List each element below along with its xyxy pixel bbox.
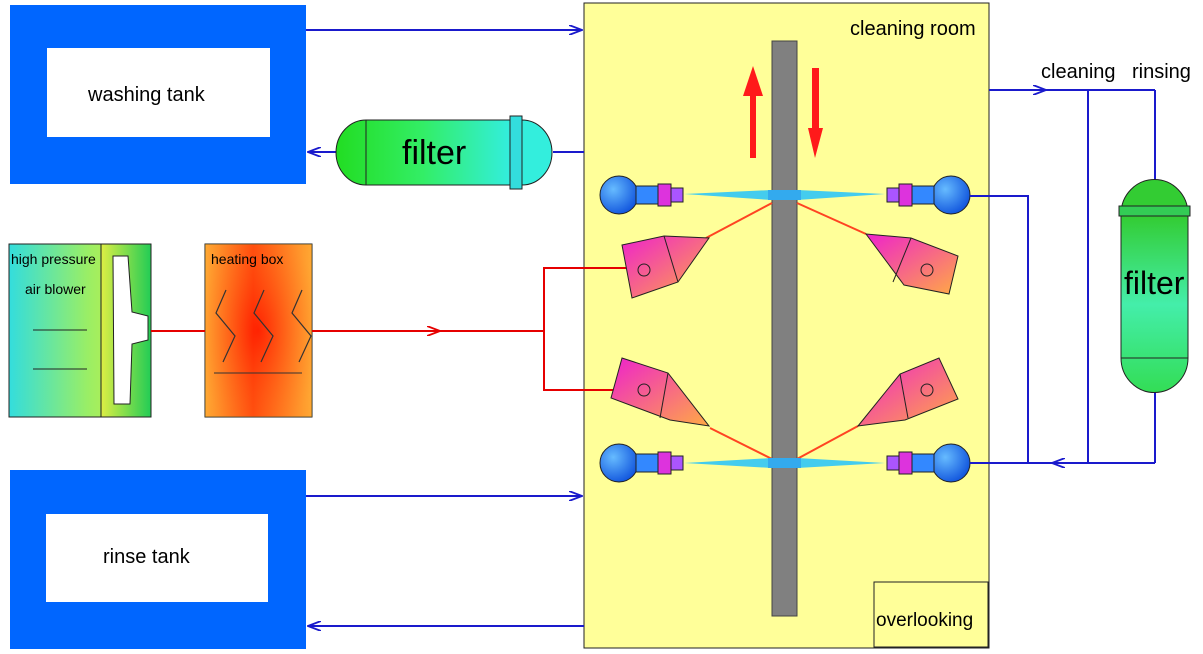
heating-coil-icon: [215, 289, 312, 363]
heating-box: heating box: [204, 243, 313, 418]
blue-pipes-right: [970, 90, 1156, 463]
rinsing-label: rinsing: [1132, 61, 1191, 83]
spray-nozzle-bottom-right: [886, 443, 971, 483]
filter-right: filter: [1118, 179, 1191, 393]
air-knife-bottom-left: [610, 357, 711, 427]
air-blower: high pressure air blower: [8, 243, 152, 418]
spray-nozzle-top-left: [599, 175, 684, 215]
rinse-tank-label: rinse tank: [103, 546, 191, 568]
spray-lines: [705, 202, 867, 460]
air-knife-top-right: [864, 233, 959, 295]
overlooking-label: overlooking: [876, 610, 973, 631]
filter-left: filter: [335, 115, 553, 190]
blue-pipes-left: [306, 30, 584, 626]
cleaning-label: cleaning: [1041, 61, 1116, 83]
filter-left-label: filter: [402, 134, 466, 172]
air-knife-top-left: [621, 235, 710, 299]
cleaning-room-label: cleaning room: [850, 18, 976, 40]
up-arrow-icon: [743, 66, 763, 158]
washing-tank-label: washing tank: [87, 84, 206, 106]
down-arrow-icon: [808, 68, 823, 158]
heating-box-label: heating box: [211, 251, 283, 267]
overlooking-box: [873, 581, 989, 648]
filter-right-label: filter: [1124, 265, 1185, 301]
water-jets: [684, 190, 885, 468]
motion-arrows: [743, 66, 823, 158]
workpiece-rail: [771, 40, 798, 617]
red-air-pipes: [151, 267, 629, 391]
rinse-tank: rinse tank: [10, 470, 306, 649]
spray-nozzle-bottom-left: [599, 443, 684, 483]
air-knife-bottom-right: [856, 357, 959, 427]
washing-tank: washing tank: [10, 5, 306, 184]
air-blower-label: air blower: [25, 281, 86, 297]
high-pressure-label: high pressure: [11, 251, 96, 267]
fan-impeller-icon: [112, 255, 149, 405]
